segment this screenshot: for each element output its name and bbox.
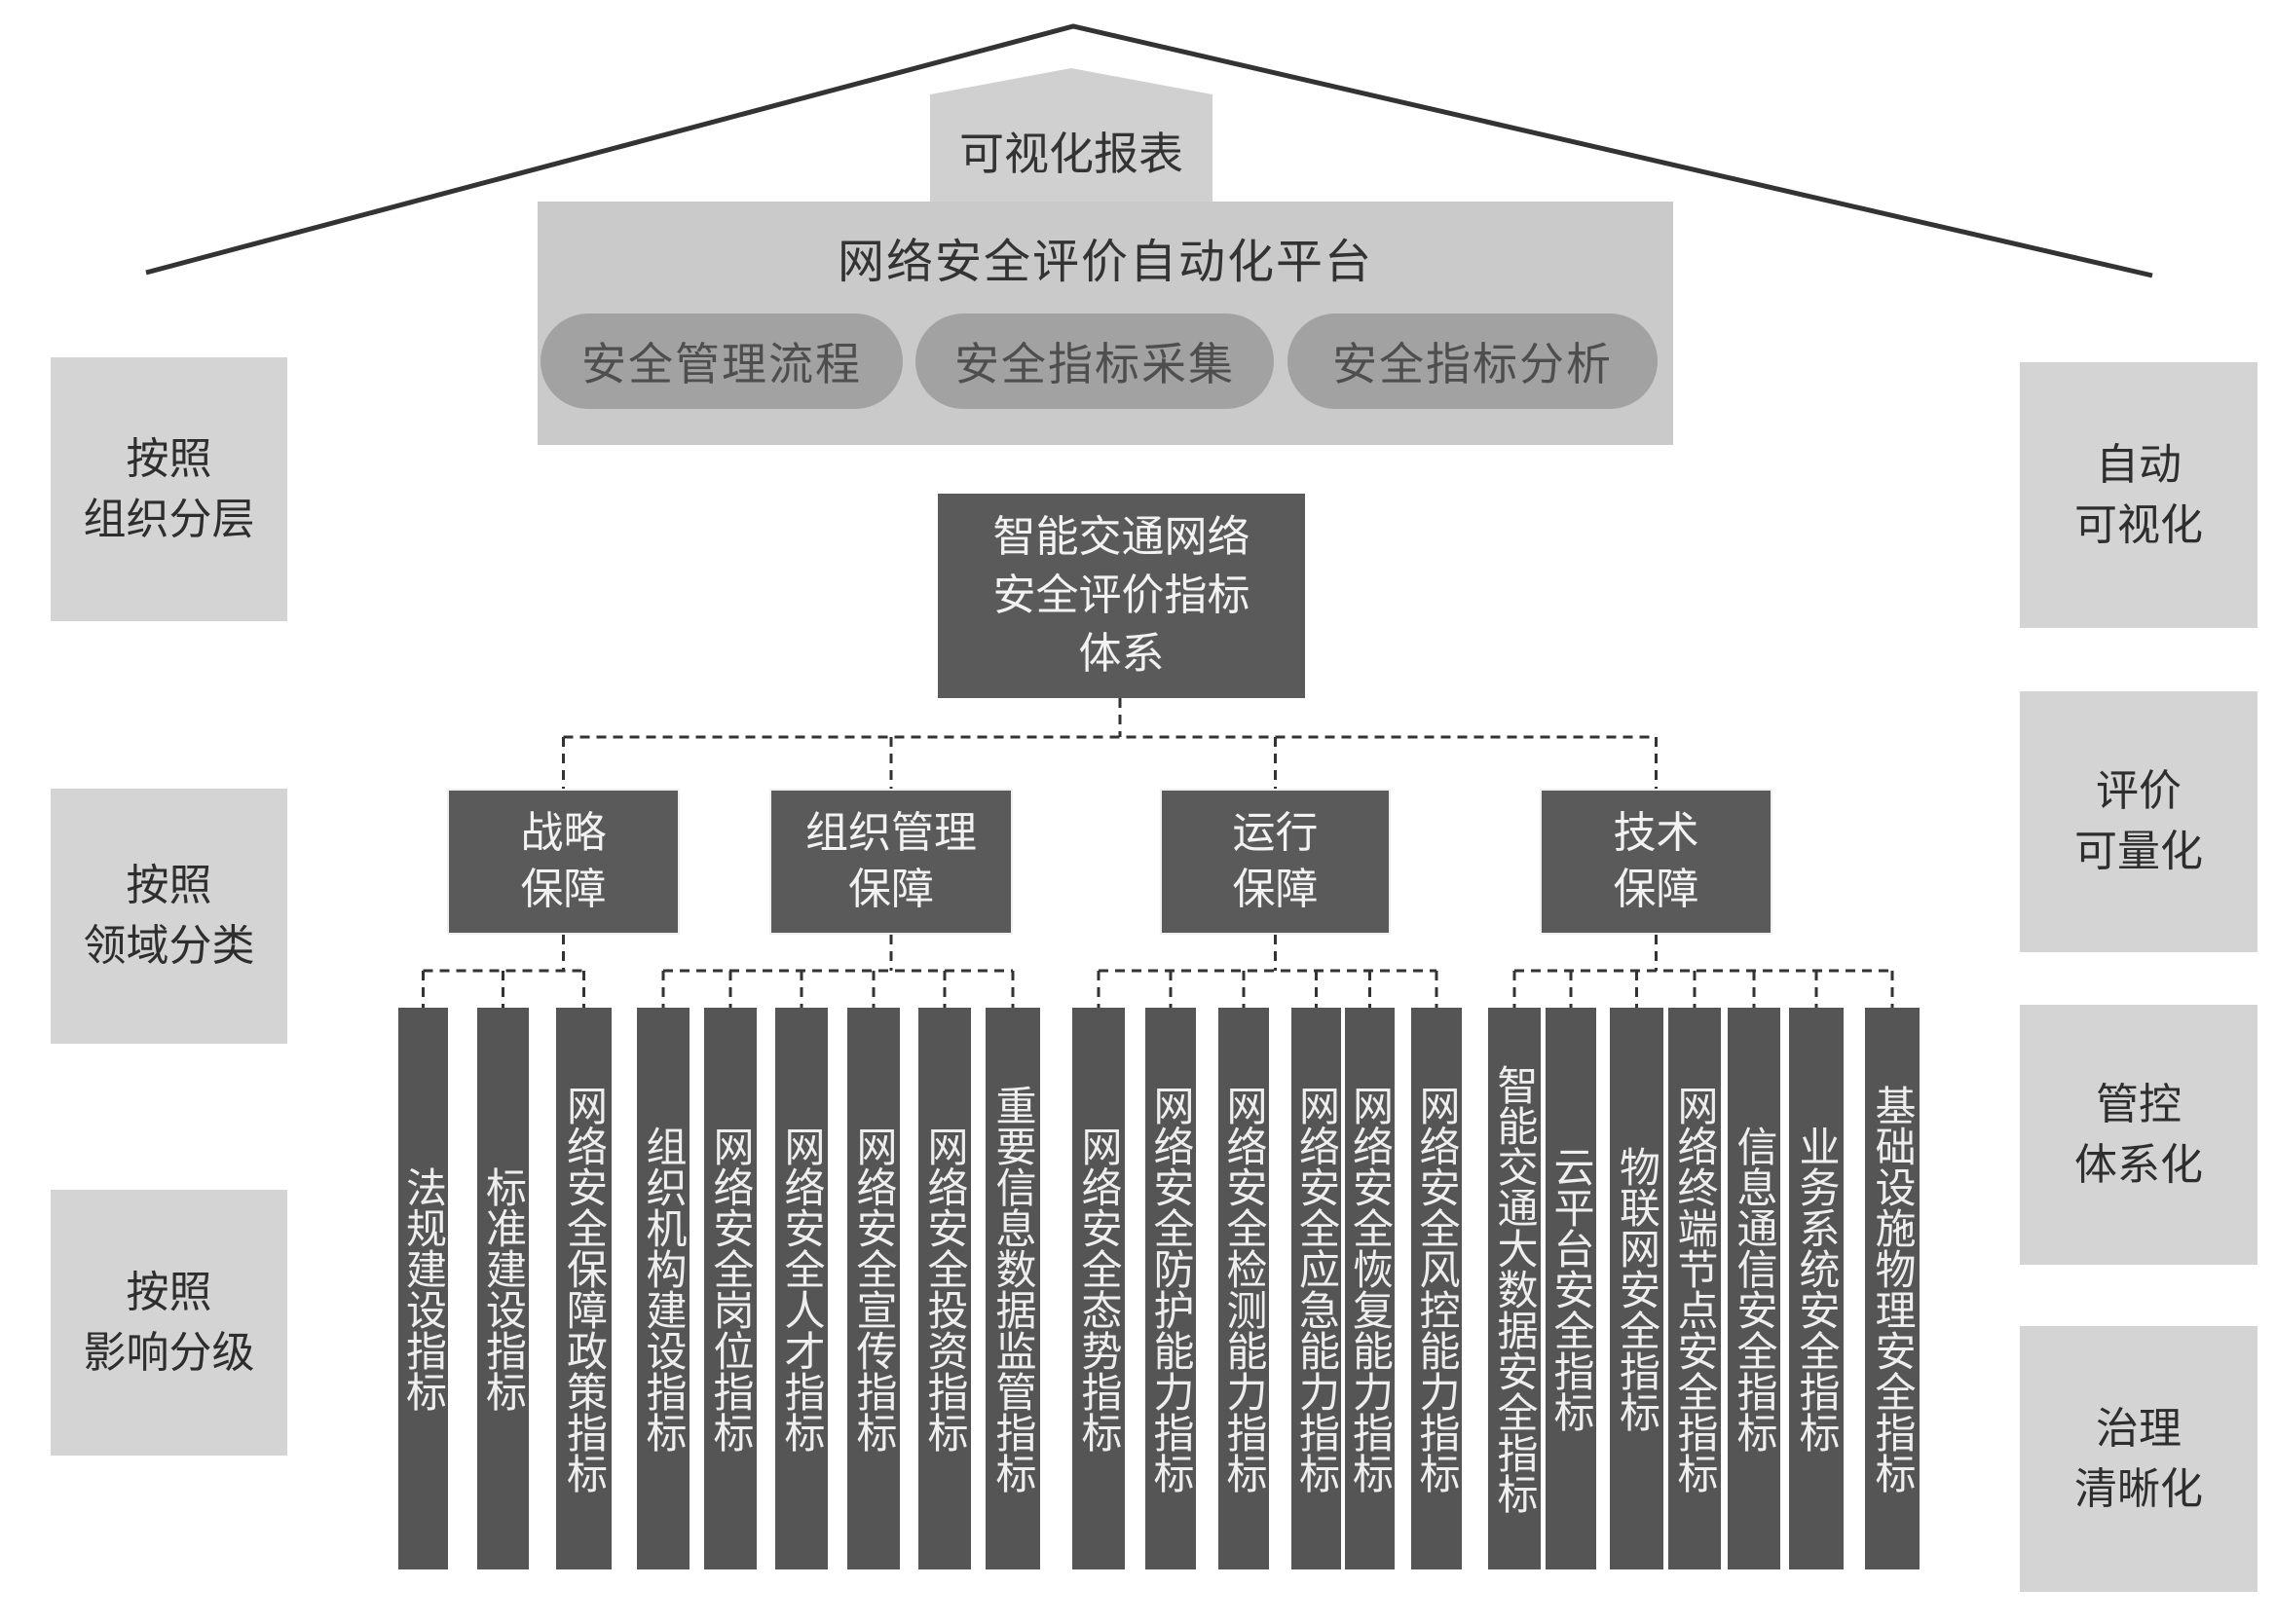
module-indicator-analysis[interactable]: 安全指标分析 bbox=[1287, 314, 1658, 409]
right-label-1[interactable]: 评价可量化 bbox=[2020, 691, 2257, 952]
indicator-node[interactable]: 物联网安全指标 bbox=[1610, 1008, 1663, 1569]
indicator-node[interactable]: 网络安全恢复能力指标 bbox=[1345, 1008, 1395, 1569]
indicator-node[interactable]: 网络安全保障政策指标 bbox=[556, 1008, 612, 1569]
indicator-node[interactable]: 网络终端节点安全指标 bbox=[1668, 1008, 1721, 1569]
right-label-2[interactable]: 管控体系化 bbox=[2020, 1005, 2257, 1265]
platform-title: 网络安全评价自动化平台 bbox=[837, 235, 1373, 289]
right-label-3[interactable]: 治理清晰化 bbox=[2020, 1326, 2257, 1592]
indicator-node[interactable]: 业务系统安全指标 bbox=[1789, 1008, 1844, 1569]
left-label-0[interactable]: 按照组织分层 bbox=[51, 357, 287, 621]
visual-report-label: 可视化报表 bbox=[959, 128, 1183, 180]
module-management-process[interactable]: 安全管理流程 bbox=[541, 314, 903, 409]
category-node-2[interactable]: 运行保障 bbox=[1160, 789, 1391, 935]
visual-report-box: 可视化报表 bbox=[930, 68, 1212, 214]
indicator-node[interactable]: 网络安全宣传指标 bbox=[847, 1008, 900, 1569]
category-node-1[interactable]: 组织管理保障 bbox=[769, 789, 1013, 935]
indicator-node[interactable]: 网络安全人才指标 bbox=[775, 1008, 828, 1569]
category-node-0[interactable]: 战略保障 bbox=[447, 789, 680, 935]
category-node-3[interactable]: 技术保障 bbox=[1540, 789, 1772, 935]
roof-line bbox=[145, 23, 2153, 278]
indicator-node[interactable]: 重要信息数据监管指标 bbox=[986, 1008, 1040, 1569]
indicator-node[interactable]: 网络安全投资指标 bbox=[918, 1008, 971, 1569]
indicator-node[interactable]: 网络安全防护能力指标 bbox=[1145, 1008, 1196, 1569]
indicator-node[interactable]: 网络安全应急能力指标 bbox=[1291, 1008, 1341, 1569]
indicator-node[interactable]: 基础设施物理安全指标 bbox=[1865, 1008, 1920, 1569]
indicator-node[interactable]: 网络安全检测能力指标 bbox=[1218, 1008, 1269, 1569]
indicator-node[interactable]: 网络安全态势指标 bbox=[1072, 1008, 1125, 1569]
indicator-node[interactable]: 网络安全岗位指标 bbox=[704, 1008, 757, 1569]
indicator-node[interactable]: 智能交通大数据安全指标 bbox=[1488, 1008, 1541, 1569]
indicator-node[interactable]: 网络安全风控能力指标 bbox=[1411, 1008, 1462, 1569]
indicator-node[interactable]: 法规建设指标 bbox=[398, 1008, 448, 1569]
right-label-0[interactable]: 自动可视化 bbox=[2020, 362, 2257, 628]
indicator-node[interactable]: 组织机构建设指标 bbox=[637, 1008, 690, 1569]
indicator-node[interactable]: 标准建设指标 bbox=[477, 1008, 529, 1569]
indicator-node[interactable]: 云平台安全指标 bbox=[1546, 1008, 1596, 1569]
left-label-1[interactable]: 按照领域分类 bbox=[51, 789, 287, 1044]
module-indicator-collection[interactable]: 安全指标采集 bbox=[915, 314, 1274, 409]
indicator-node[interactable]: 信息通信安全指标 bbox=[1728, 1008, 1780, 1569]
left-label-2[interactable]: 按照影响分级 bbox=[51, 1190, 287, 1456]
root-node[interactable]: 智能交通网络 安全评价指标 体系 bbox=[938, 494, 1305, 698]
